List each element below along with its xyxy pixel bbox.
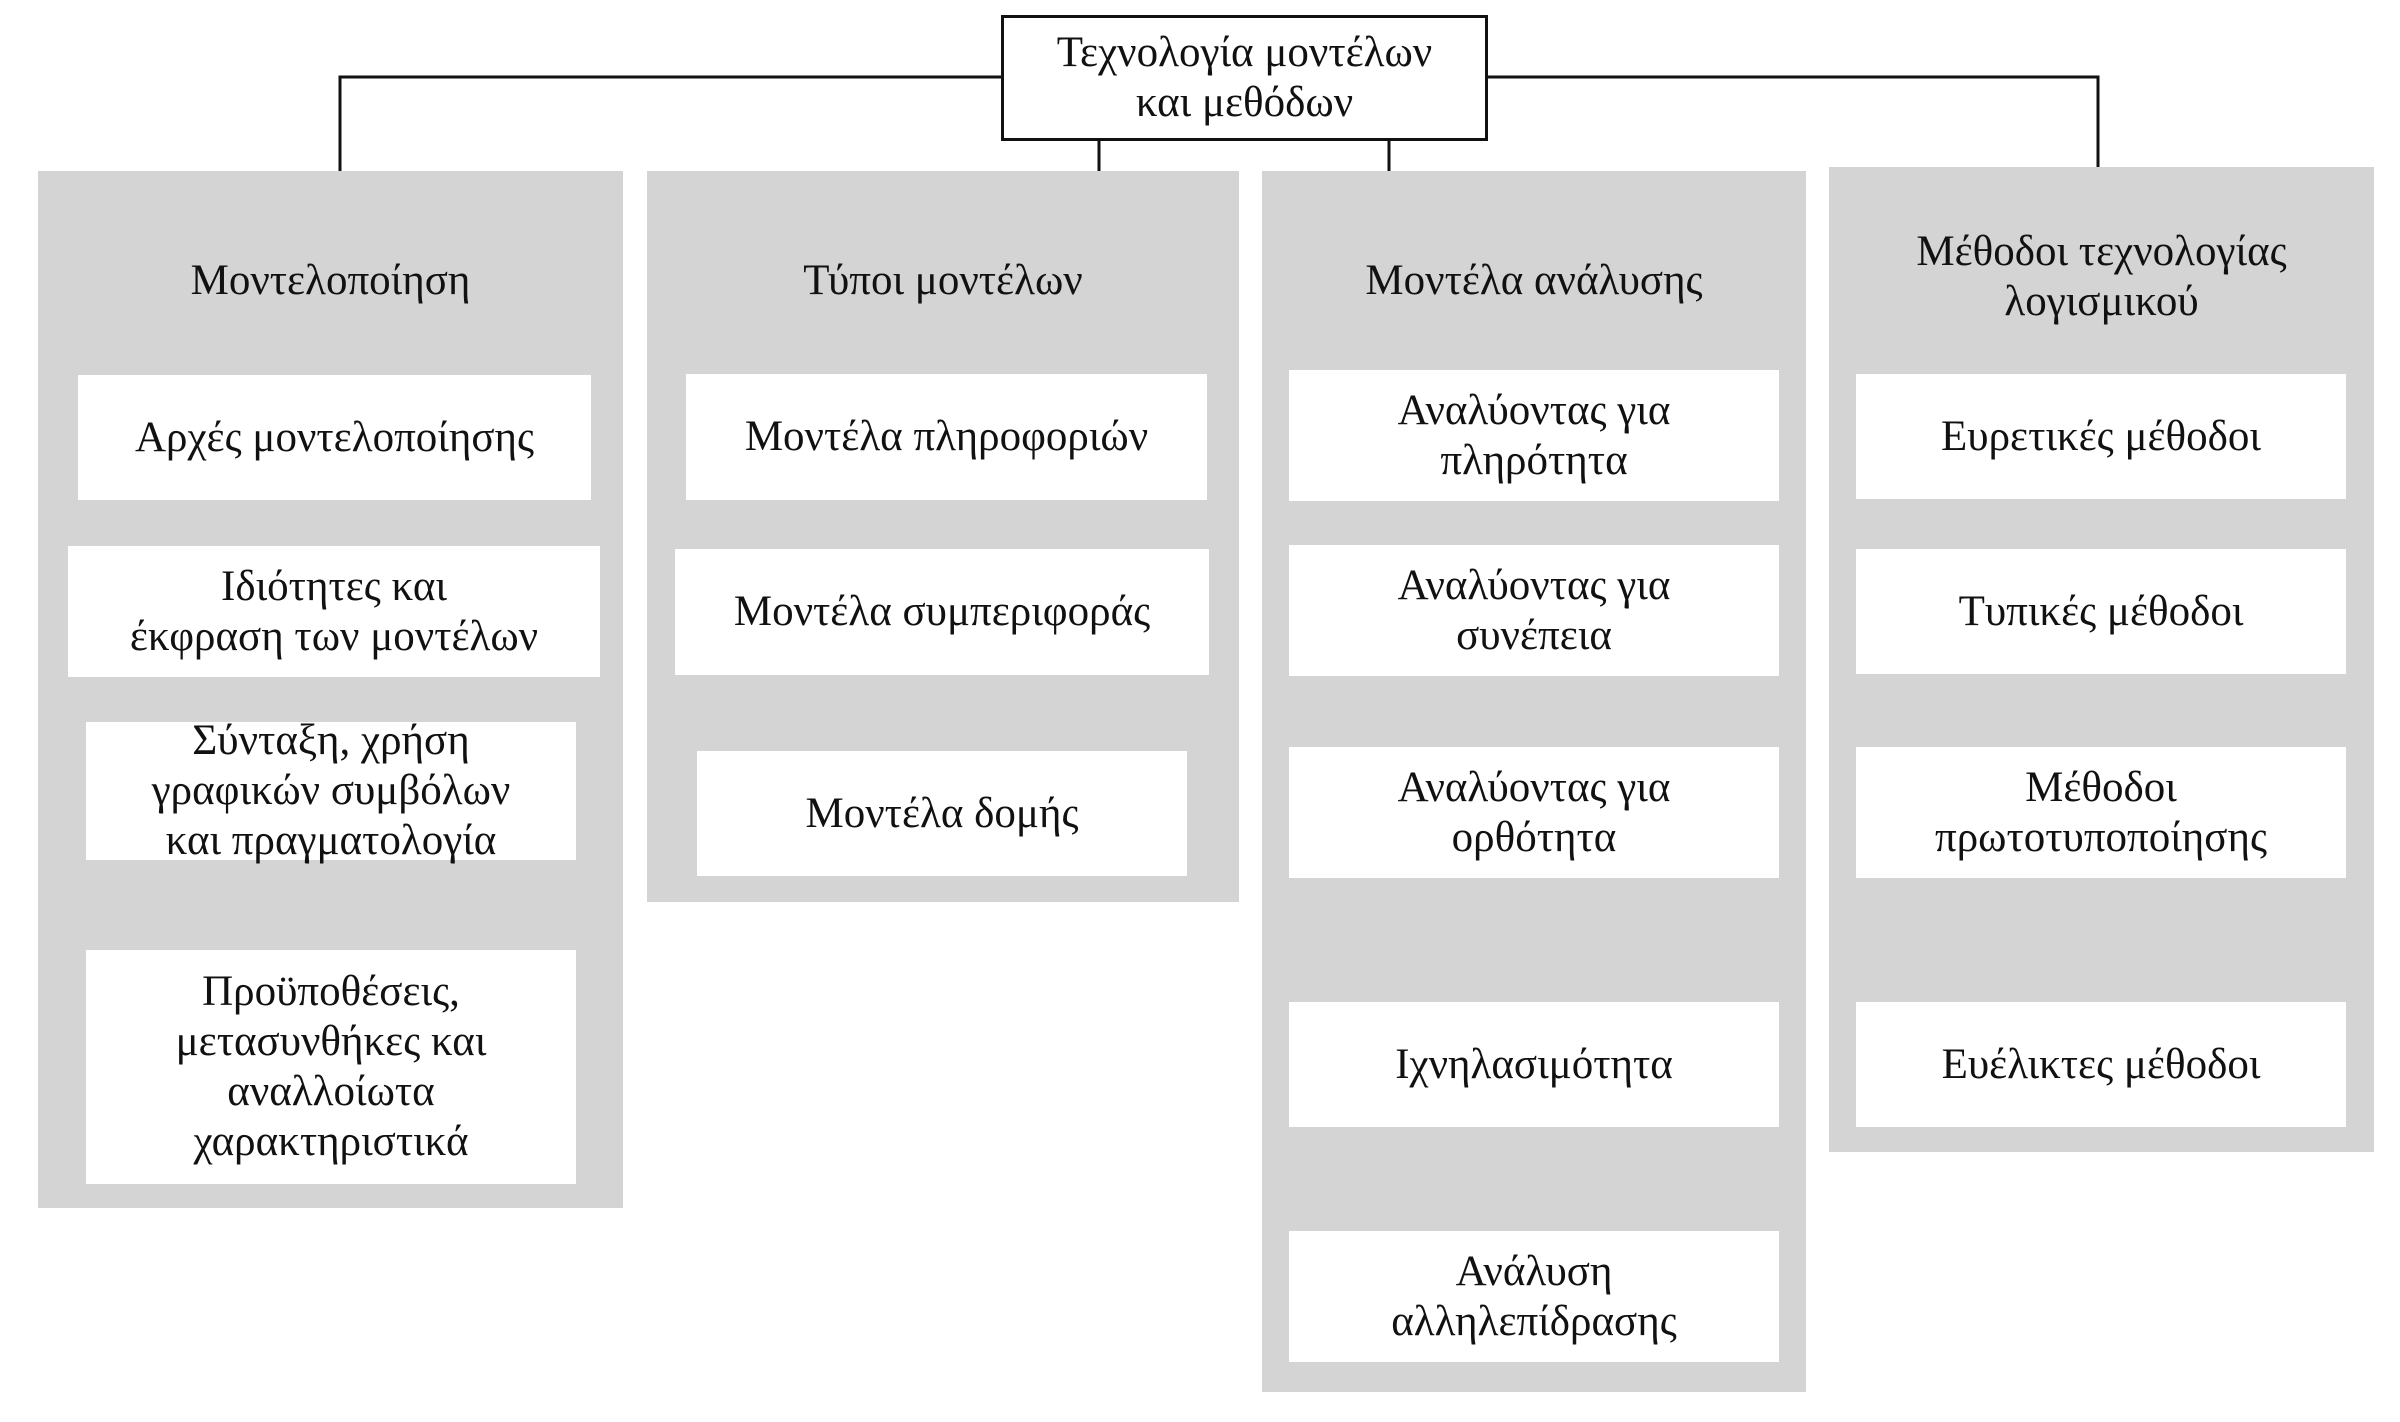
- modeling-title: Μοντελοποίηση: [190, 257, 471, 304]
- structure-models-node: Μοντέλα δομής: [697, 751, 1187, 876]
- analysis-models-panel: Μοντέλα ανάλυσης Αναλύοντας για πληρότητ…: [1262, 171, 1806, 1392]
- prototyping-methods-node: Μέθοδοι πρωτοτυποποίησης: [1856, 747, 2346, 878]
- model-types-panel: Τύποι μοντέλων Μοντέλα πληροφοριών Μοντέ…: [647, 171, 1239, 902]
- formal-methods-node: Τυπικές μέθοδοι: [1856, 549, 2346, 674]
- traceability-node: Ιχνηλασιμότητα: [1289, 1002, 1779, 1127]
- syntax-semantics-node: Σύνταξη, χρήση γραφικών συμβόλων και πρα…: [86, 717, 576, 864]
- software-engineering-methods-title: Μέθοδοι τεχνολογίας λογισμικού: [1916, 228, 2287, 325]
- analysis-models-title: Μοντέλα ανάλυσης: [1365, 257, 1703, 304]
- root-node: Τεχνολογία μοντέλων και μεθόδων: [1001, 15, 1488, 141]
- agile-methods-node: Ευέλικτες μέθοδοι: [1856, 1002, 2346, 1127]
- consistency-analysis-node: Αναλύοντας για συνέπεια: [1289, 545, 1779, 676]
- modeling-panel: Μοντελοποίηση Αρχές μοντελοποίησης Ιδιότ…: [38, 171, 623, 1208]
- software-engineering-methods-panel: Μέθοδοι τεχνολογίας λογισμικού Ευρετικές…: [1829, 167, 2374, 1152]
- information-models-node: Μοντέλα πληροφοριών: [686, 374, 1207, 500]
- interaction-analysis-node: Ανάλυση αλληλεπίδρασης: [1289, 1231, 1779, 1362]
- modeling-principles-node: Αρχές μοντελοποίησης: [78, 375, 591, 500]
- heuristic-methods-node: Ευρετικές μέθοδοι: [1856, 374, 2346, 499]
- behavior-models-node: Μοντέλα συμπεριφοράς: [675, 549, 1209, 675]
- completeness-analysis-node: Αναλύοντας για πληρότητα: [1289, 370, 1779, 501]
- model-types-title: Τύποι μοντέλων: [803, 257, 1083, 304]
- preconditions-node: Προϋποθέσεις, μετασυνθήκες και αναλλοίωτ…: [86, 950, 576, 1184]
- model-properties-node: Ιδιότητες και έκφραση των μοντέλων: [68, 546, 600, 677]
- correctness-analysis-node: Αναλύοντας για ορθότητα: [1289, 747, 1779, 878]
